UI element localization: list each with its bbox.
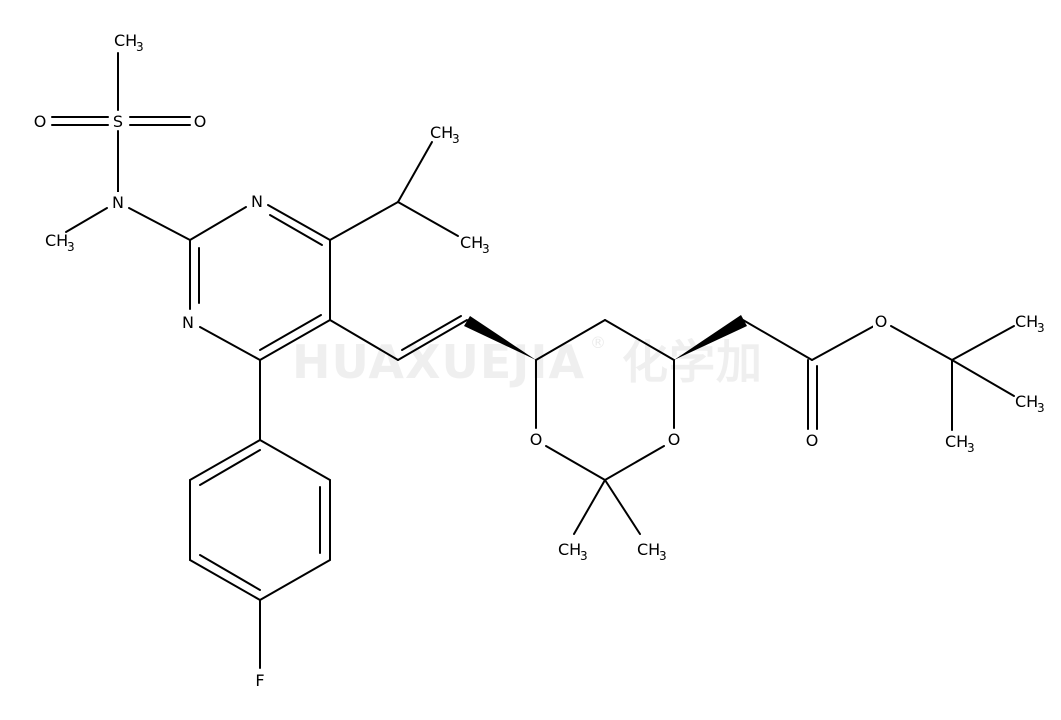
- bond-vinyl-double-2: [401, 315, 462, 351]
- atom-sulfur: S: [113, 112, 123, 131]
- methyl-subscript: 3: [1037, 401, 1045, 415]
- methyl-subscript: 3: [452, 132, 460, 146]
- methyl-subscript: 3: [659, 549, 667, 563]
- bond-c4d-c5d: [535, 319, 606, 361]
- bond-c5-c6-2: [259, 314, 322, 351]
- methyl-label-acetal-left: CH 3: [558, 540, 588, 563]
- methyl-ch: CH: [1015, 312, 1038, 331]
- bond-n3-c4-2: [269, 214, 323, 246]
- atom-nitrogen-ring-top: N: [251, 192, 263, 211]
- methyl-labels: CH 3 CH 3 CH 3 CH 3 CH 3 CH 3 CH 3 CH 3: [45, 31, 1045, 563]
- methyl-label-ipr-bottom: CH 3: [460, 233, 490, 256]
- methyl-ch: CH: [945, 432, 968, 451]
- methyl-subscript: 3: [967, 441, 975, 455]
- atom-oxygen-dioxane-left: O: [530, 430, 543, 449]
- methyl-subscript: 3: [482, 242, 490, 256]
- methyl-subscript: 3: [580, 549, 588, 563]
- bond-ar-6: [189, 439, 261, 481]
- atom-fluorine: F: [255, 671, 264, 690]
- wedge-bond-left: [464, 316, 536, 360]
- bond-c5-vinyl: [329, 319, 399, 361]
- bond-c2d-o3: [545, 445, 606, 481]
- atom-oxygen-ester: O: [875, 312, 888, 331]
- bond-c2d-ch3-right: [604, 479, 641, 535]
- bond-ar-4: [189, 559, 261, 601]
- methyl-ch: CH: [1015, 392, 1038, 411]
- bond-n-methyl: [65, 207, 108, 233]
- bond-n3-c4-1: [267, 204, 331, 241]
- methyl-ch: CH: [114, 31, 137, 50]
- methyl-ch: CH: [460, 233, 483, 252]
- methyl-ch: CH: [637, 540, 660, 559]
- atom-labels: S O O N N N O O O O F: [32, 111, 890, 690]
- bond-tbu-ch3-top: [951, 325, 1015, 361]
- methyl-ch: CH: [430, 123, 453, 142]
- watermark: HUAXUEJIA ® 化学加: [292, 333, 762, 389]
- bond-ipr-ch3-bottom: [397, 201, 459, 237]
- wedge-bond-right: [674, 315, 747, 360]
- methyl-label-tbu-top: CH 3: [1015, 312, 1045, 335]
- bond-c4-ipr: [329, 201, 399, 241]
- bond-c2-n3: [189, 206, 247, 241]
- methyl-ch: CH: [558, 540, 581, 559]
- methyl-label-ipr-top: CH 3: [430, 123, 460, 146]
- bond-ipr-ch3-top: [397, 141, 433, 203]
- atom-oxygen-carbonyl: O: [806, 431, 819, 450]
- bond-ar-6-inner: [199, 449, 261, 486]
- bonds: [51, 52, 1015, 669]
- bond-ar-4-inner: [199, 554, 261, 591]
- bond-o-tbu: [890, 325, 953, 361]
- methyl-label-tbu-mid: CH 3: [1015, 392, 1045, 415]
- watermark-registered: ®: [590, 333, 606, 352]
- methyl-label-ms: CH 3: [114, 31, 144, 54]
- methyl-label-n-methyl: CH 3: [45, 231, 75, 254]
- bond-n-c2: [128, 207, 191, 241]
- bond-vinyl-double-1: [397, 319, 468, 361]
- atom-oxygen-sulfonyl-right: O: [194, 112, 207, 131]
- methyl-label-acetal-right: CH 3: [637, 540, 667, 563]
- bond-c5-c6-1: [259, 319, 331, 361]
- bond-c2d-ch3-left: [573, 479, 606, 535]
- methyl-subscript: 3: [67, 240, 75, 254]
- atom-nitrogen-sulfonamide: N: [112, 193, 124, 212]
- watermark-text: HUAXUEJIA: [292, 335, 585, 389]
- methyl-subscript: 3: [136, 40, 144, 54]
- bond-o1-c2d: [604, 445, 665, 481]
- atom-nitrogen-ring-left: N: [182, 313, 194, 332]
- methyl-label-tbu-bottom: CH 3: [945, 432, 975, 455]
- bond-ch2-carbonyl: [742, 319, 813, 361]
- bond-ar-1: [259, 439, 331, 481]
- atom-oxygen-sulfonyl-left: O: [34, 112, 47, 131]
- methyl-subscript: 3: [1037, 321, 1045, 335]
- bond-ar-3: [259, 559, 331, 601]
- atom-oxygen-dioxane-right: O: [668, 430, 681, 449]
- bond-tbu-ch3-mid: [951, 359, 1015, 397]
- bond-c5d-c6d: [604, 319, 675, 361]
- methyl-ch: CH: [45, 231, 68, 250]
- bond-c6-n1: [199, 326, 261, 361]
- bond-carbonyl-o: [811, 325, 875, 361]
